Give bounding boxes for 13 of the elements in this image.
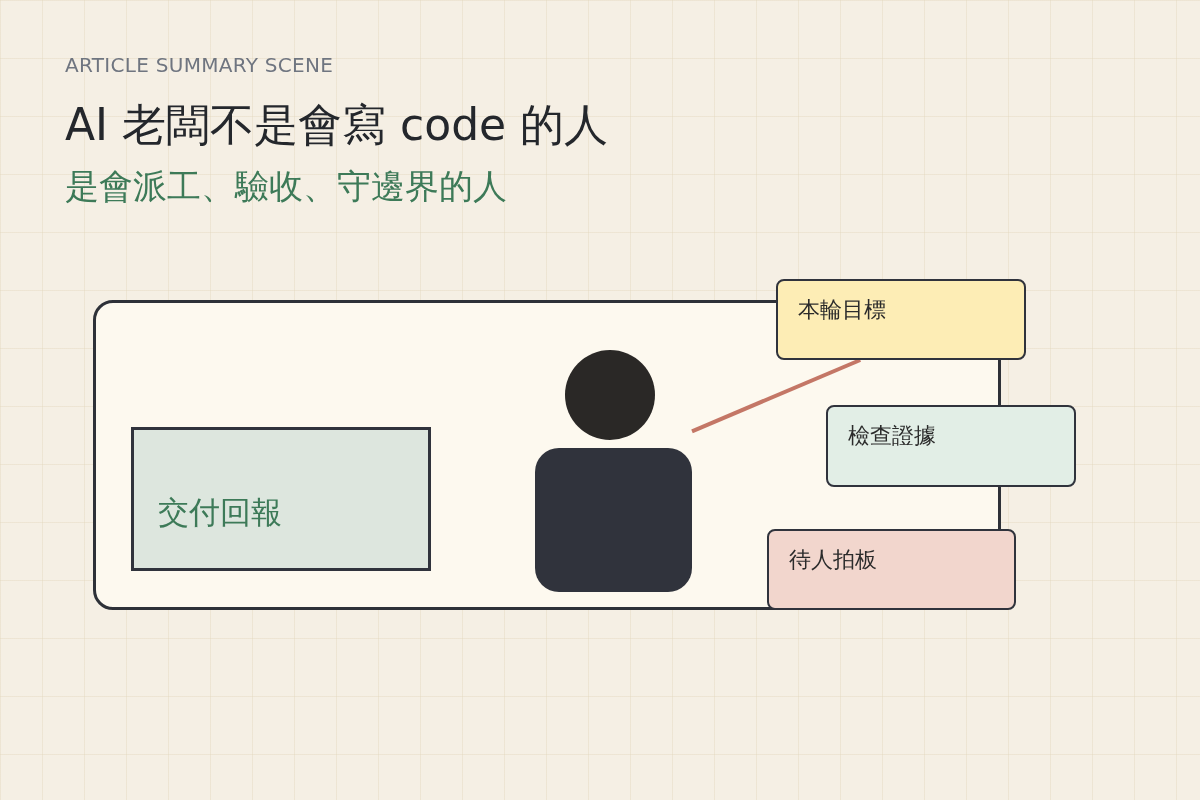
decision-note bbox=[767, 529, 1016, 610]
report-card bbox=[131, 427, 431, 571]
kicker-label: ARTICLE SUMMARY SCENE bbox=[65, 53, 334, 77]
connector-line bbox=[691, 358, 862, 434]
card-label: 交付回報 bbox=[158, 494, 283, 532]
evidence-note bbox=[826, 405, 1076, 487]
subtitle: 是會派工、驗收、守邊界的人 bbox=[65, 166, 507, 207]
note-label: 檢查證據 bbox=[848, 423, 937, 450]
note-label: 待人拍板 bbox=[789, 547, 878, 574]
note-label: 本輪目標 bbox=[798, 297, 887, 324]
title: AI 老闆不是會寫 code 的人 bbox=[65, 99, 609, 152]
person-figure bbox=[535, 350, 692, 592]
goal-note bbox=[776, 279, 1026, 360]
